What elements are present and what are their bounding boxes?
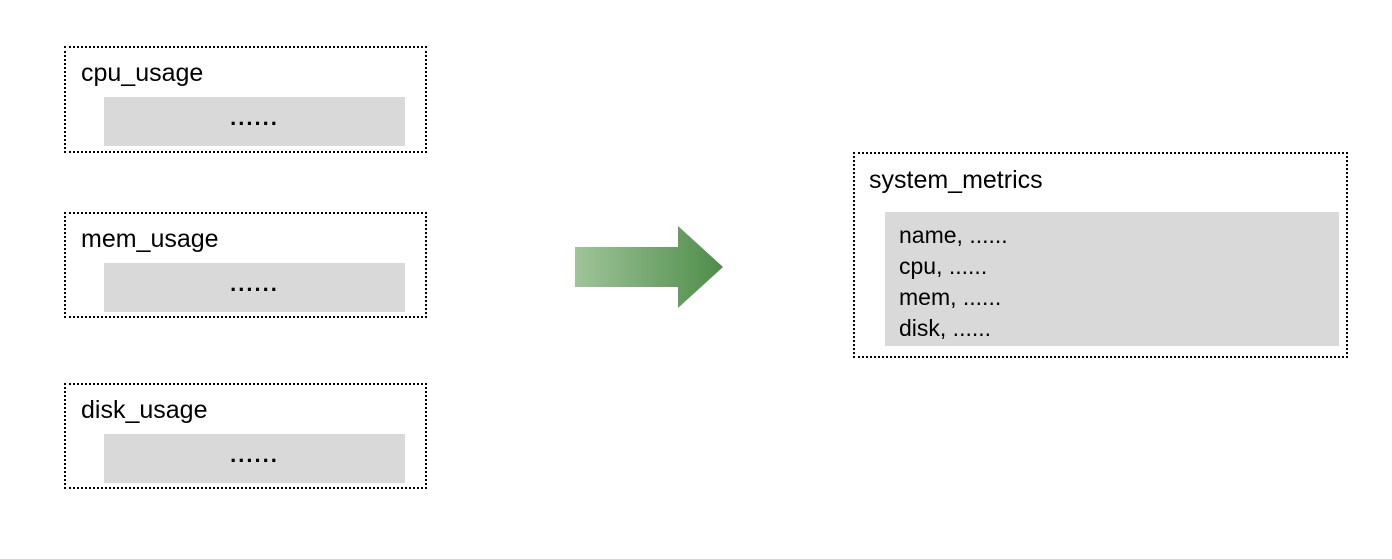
ellipsis-placeholder: ...... (230, 270, 279, 296)
target-box-system-metrics: system_metrics name, ...... cpu, ...... … (853, 152, 1348, 358)
source-box-label: mem_usage (81, 225, 219, 253)
field-cpu: cpu, ...... (899, 253, 988, 279)
merge-arrow-icon (575, 226, 723, 308)
source-box-mem-usage: mem_usage ...... (64, 212, 427, 318)
right-arrow-icon (575, 226, 723, 308)
target-box-label: system_metrics (869, 166, 1043, 194)
source-box-cpu-usage: cpu_usage ...... (64, 46, 427, 153)
source-box-label: disk_usage (81, 396, 208, 424)
ellipsis-placeholder: ...... (230, 104, 279, 130)
ellipsis-placeholder: ...... (230, 441, 279, 467)
field-disk: disk, ...... (899, 315, 992, 341)
source-data-bar: ...... (104, 263, 405, 312)
source-data-bar: ...... (104, 97, 405, 146)
field-mem: mem, ...... (899, 284, 1002, 310)
field-name: name, ...... (899, 222, 1008, 248)
source-box-disk-usage: disk_usage ...... (64, 383, 427, 489)
source-box-label: cpu_usage (81, 59, 204, 87)
source-data-bar: ...... (104, 434, 405, 483)
target-fields-panel: name, ...... cpu, ...... mem, ...... dis… (885, 212, 1339, 346)
